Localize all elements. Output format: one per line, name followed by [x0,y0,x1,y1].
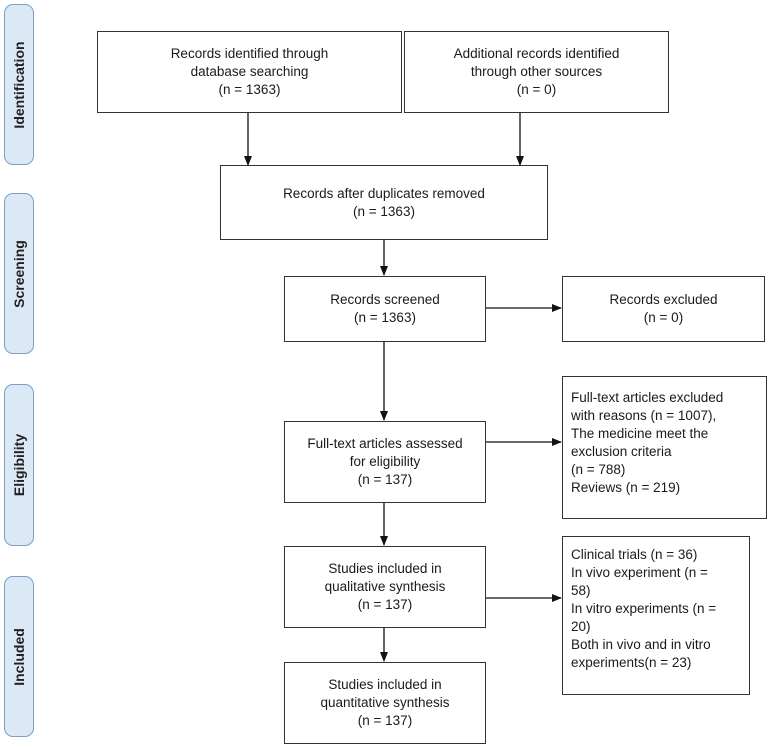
box-fulltext-excluded: Full-text articles excluded with reasons… [562,376,767,519]
box-line: database searching [190,64,309,79]
box-line: (n = 137) [357,597,413,612]
stage-identification-label: Identification [11,40,27,129]
box-line: Studies included in [328,677,442,692]
box-line: qualitative synthesis [324,579,446,594]
box-qualitative-synthesis: Studies included in qualitative synthesi… [284,546,486,628]
stage-eligibility: Eligibility [4,384,34,546]
box-line: (n = 0) [516,82,557,97]
box-fulltext-assessed: Full-text articles assessed for eligibil… [284,421,486,503]
box-db-search: Records identified through database sear… [97,31,402,113]
box-line: through other sources [470,64,603,79]
box-line: (n = 137) [357,713,413,728]
box-line: (n = 1363) [218,82,281,97]
box-line: (n = 137) [357,472,413,487]
stage-included-label: Included [11,627,27,686]
box-line: Records screened [330,292,440,307]
box-line: exclusion criteria [571,444,672,459]
box-line: In vivo experiment (n = [571,565,708,580]
box-study-types: Clinical trials (n = 36) In vivo experim… [562,536,750,695]
stage-eligibility-label: Eligibility [11,433,27,497]
box-line: (n = 788) [571,462,626,477]
box-line: Records after duplicates removed [283,185,485,201]
box-line: 58) [571,583,591,598]
box-line: Additional records identified [453,46,620,61]
box-line: for eligibility [349,454,421,469]
box-line: (n = 1363) [353,203,415,219]
box-duplicates-removed: Records after duplicates removed (n = 13… [220,165,548,240]
box-line: Reviews (n = 219) [571,480,681,495]
box-line: experiments(n = 23) [571,655,692,670]
box-records-excluded: Records excluded (n = 0) [562,276,765,342]
box-line: quantitative synthesis [320,695,450,710]
box-records-screened: Records screened (n = 1363) [284,276,486,342]
box-quantitative-synthesis: Studies included in quantitative synthes… [284,662,486,744]
box-line: Both in vivo and in vitro [571,637,711,652]
box-line: Clinical trials (n = 36) [571,547,698,562]
box-other-sources: Additional records identified through ot… [404,31,669,113]
box-line: with reasons (n = 1007), [571,408,717,423]
stage-identification: Identification [4,4,34,165]
stage-screening: Screening [4,193,34,354]
stage-screening-label: Screening [11,239,27,308]
box-line: (n = 1363) [354,310,416,325]
box-line: Studies included in [328,561,442,576]
box-line: Full-text articles excluded [571,390,724,405]
box-line: The medicine meet the [571,426,709,441]
box-line: 20) [571,619,591,634]
box-line: (n = 0) [643,310,684,325]
box-line: Records identified through [170,46,329,61]
box-line: Full-text articles assessed [307,436,463,451]
box-line: Records excluded [609,292,718,307]
stage-included: Included [4,576,34,737]
box-line: In vitro experiments (n = [571,601,717,616]
